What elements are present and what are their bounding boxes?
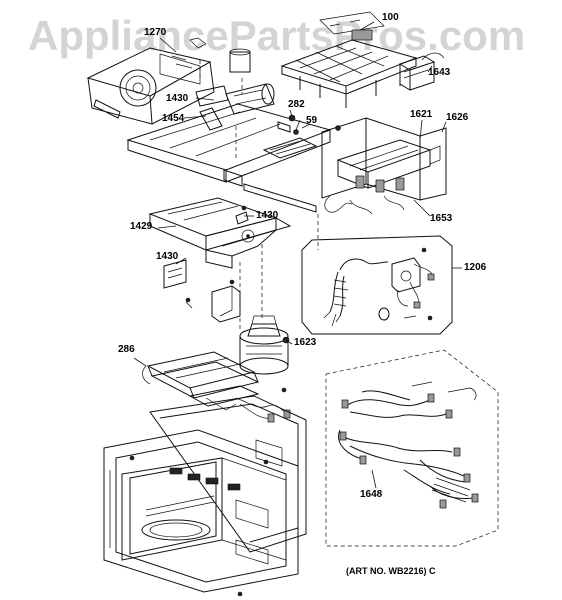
callout-1430-lower: 1430 (156, 251, 179, 262)
top-cup-part (229, 48, 251, 73)
callout-286: 286 (118, 344, 135, 355)
callout-1454: 1454 (162, 113, 185, 124)
callout-59: 59 (306, 115, 318, 126)
heater-element-assembly (142, 351, 291, 423)
top-frame-bracket (280, 11, 418, 108)
support-rail (223, 169, 317, 213)
callout-1653: 1653 (430, 213, 453, 224)
callout-1626: 1626 (446, 112, 469, 123)
art-number-label: (ART NO. WB2216) C (346, 566, 436, 576)
callout-1621: 1621 (410, 109, 433, 120)
oven-cavity-front (103, 395, 307, 597)
blower-fan-assembly (86, 37, 215, 125)
callout-1429: 1429 (130, 221, 153, 232)
wiring-harness-callout-1648 (325, 349, 499, 547)
callout-1430-middle: 1430 (256, 210, 279, 221)
callout-1430-upper: 1430 (166, 93, 189, 104)
control-bracket-assembly (321, 117, 447, 215)
middle-duct-shelf (126, 103, 332, 183)
callout-1648: 1648 (360, 489, 383, 500)
transformer-part (398, 52, 445, 91)
assembly-dashed-lines (199, 60, 319, 330)
callout-1643: 1643 (428, 67, 451, 78)
callout-1623: 1623 (294, 337, 317, 348)
wire-harness-callout-1206 (301, 235, 453, 335)
callout-282: 282 (288, 99, 305, 110)
lower-small-brackets (163, 259, 241, 323)
lower-mounting-plate (148, 197, 292, 269)
watermark-text: AppliancePartsPros.com (28, 12, 526, 59)
callout-leader-lines (133, 21, 462, 489)
motor-part (239, 315, 290, 393)
capacitor-part (195, 83, 275, 115)
callout-1270: 1270 (144, 27, 167, 38)
callout-100: 100 (382, 12, 399, 23)
callout-1206: 1206 (464, 262, 487, 273)
